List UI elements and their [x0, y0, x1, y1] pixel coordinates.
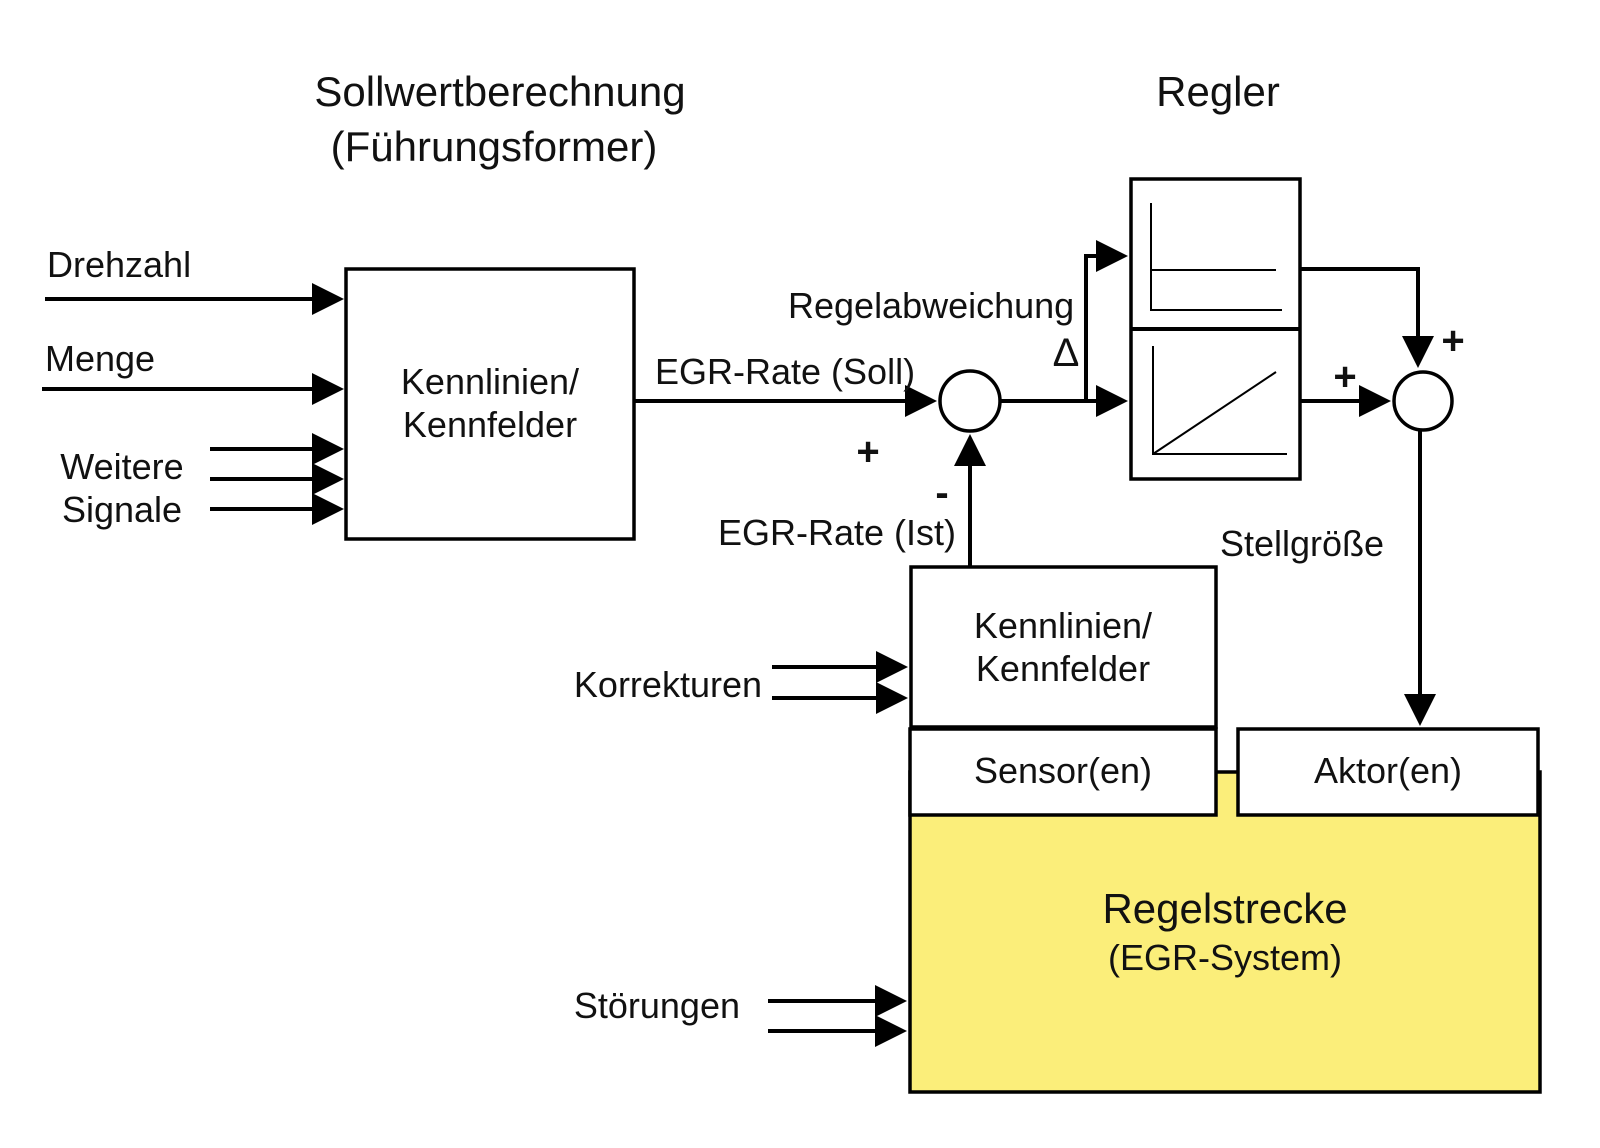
aktor-block [1236, 727, 1540, 817]
sensor-block [908, 727, 1218, 817]
error-to-i-arrow [1084, 240, 1128, 401]
kennlinien-top-line2: Kennfelder [403, 404, 577, 445]
sollwert-heading-line2: (Führungsformer) [331, 123, 658, 170]
i-output-arrow [1300, 267, 1434, 368]
error-signal-lines [1000, 240, 1128, 417]
kennlinien-top-line1: Kennlinien/ [401, 361, 579, 402]
regelabweichung-label: Regelabweichung [788, 285, 1074, 326]
egr-ist-label: EGR-Rate (Ist) [718, 512, 956, 553]
sollwert-heading-line1: Sollwertberechnung [314, 68, 685, 115]
kennlinien-mid-line2: Kennfelder [976, 648, 1150, 689]
delta-symbol: Δ [1053, 331, 1080, 375]
regler-blocks [1129, 177, 1302, 481]
menge-label: Menge [45, 338, 155, 379]
egr-soll-label: EGR-Rate (Soll) [655, 351, 915, 392]
sum2-plus-left: + [1333, 355, 1356, 399]
regelstrecke-line2: (EGR-System) [1108, 937, 1342, 978]
stellgroesse-label: Stellgröße [1220, 523, 1384, 564]
kennlinien-block-mid [909, 565, 1218, 729]
input-arrows [42, 283, 344, 525]
sensor-label: Sensor(en) [974, 750, 1152, 791]
aktor-label: Aktor(en) [1314, 750, 1462, 791]
sum1-plus-sign: + [856, 430, 879, 474]
kennlinien-block-top [344, 267, 636, 541]
stoerungen-label: Störungen [574, 985, 740, 1026]
sum1-minus-sign: - [935, 471, 948, 515]
ramp-response-line-icon [1152, 371, 1277, 455]
summing-junction-1 [938, 369, 1002, 433]
kennlinien-mid-line1: Kennlinien/ [974, 605, 1152, 646]
summing-junction-2 [1392, 370, 1454, 432]
regler-heading: Regler [1156, 68, 1280, 115]
weitere-label: Weitere [60, 446, 183, 487]
sum2-plus-top: + [1441, 319, 1464, 363]
step-response-axes-icon [1150, 203, 1282, 311]
korrekturen-label: Korrekturen [574, 664, 762, 705]
drehzahl-label: Drehzahl [47, 244, 191, 285]
regelstrecke-block [908, 770, 1542, 1094]
signale-label: Signale [62, 489, 182, 530]
regelstrecke-line1: Regelstrecke [1102, 885, 1347, 932]
